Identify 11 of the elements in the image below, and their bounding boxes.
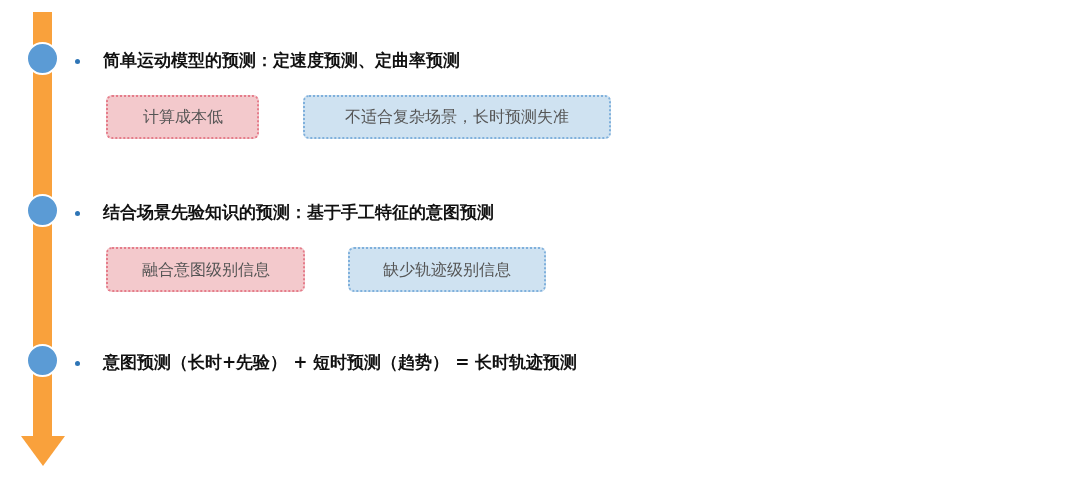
heading-text: 结合场景先验知识的预测：基于手工特征的意图预测 — [103, 201, 494, 224]
note-box — [303, 95, 611, 139]
box-text: 缺少轨迹级别信息 — [383, 258, 511, 281]
box-text: 计算成本低 — [142, 106, 223, 128]
heading-text: 简单运动模型的预测：定速度预测、定曲率预测 — [103, 49, 460, 72]
note-box — [348, 247, 546, 292]
heading-text: 意图预测（长时+先验） + 短时预测（趋势） = 长时轨迹预测 — [103, 351, 578, 374]
note-box — [106, 95, 259, 139]
note-box — [106, 247, 305, 292]
box-text: 融合意图级别信息 — [141, 258, 270, 281]
box-text: 不适合复杂场景，长时预测失准 — [345, 106, 569, 128]
